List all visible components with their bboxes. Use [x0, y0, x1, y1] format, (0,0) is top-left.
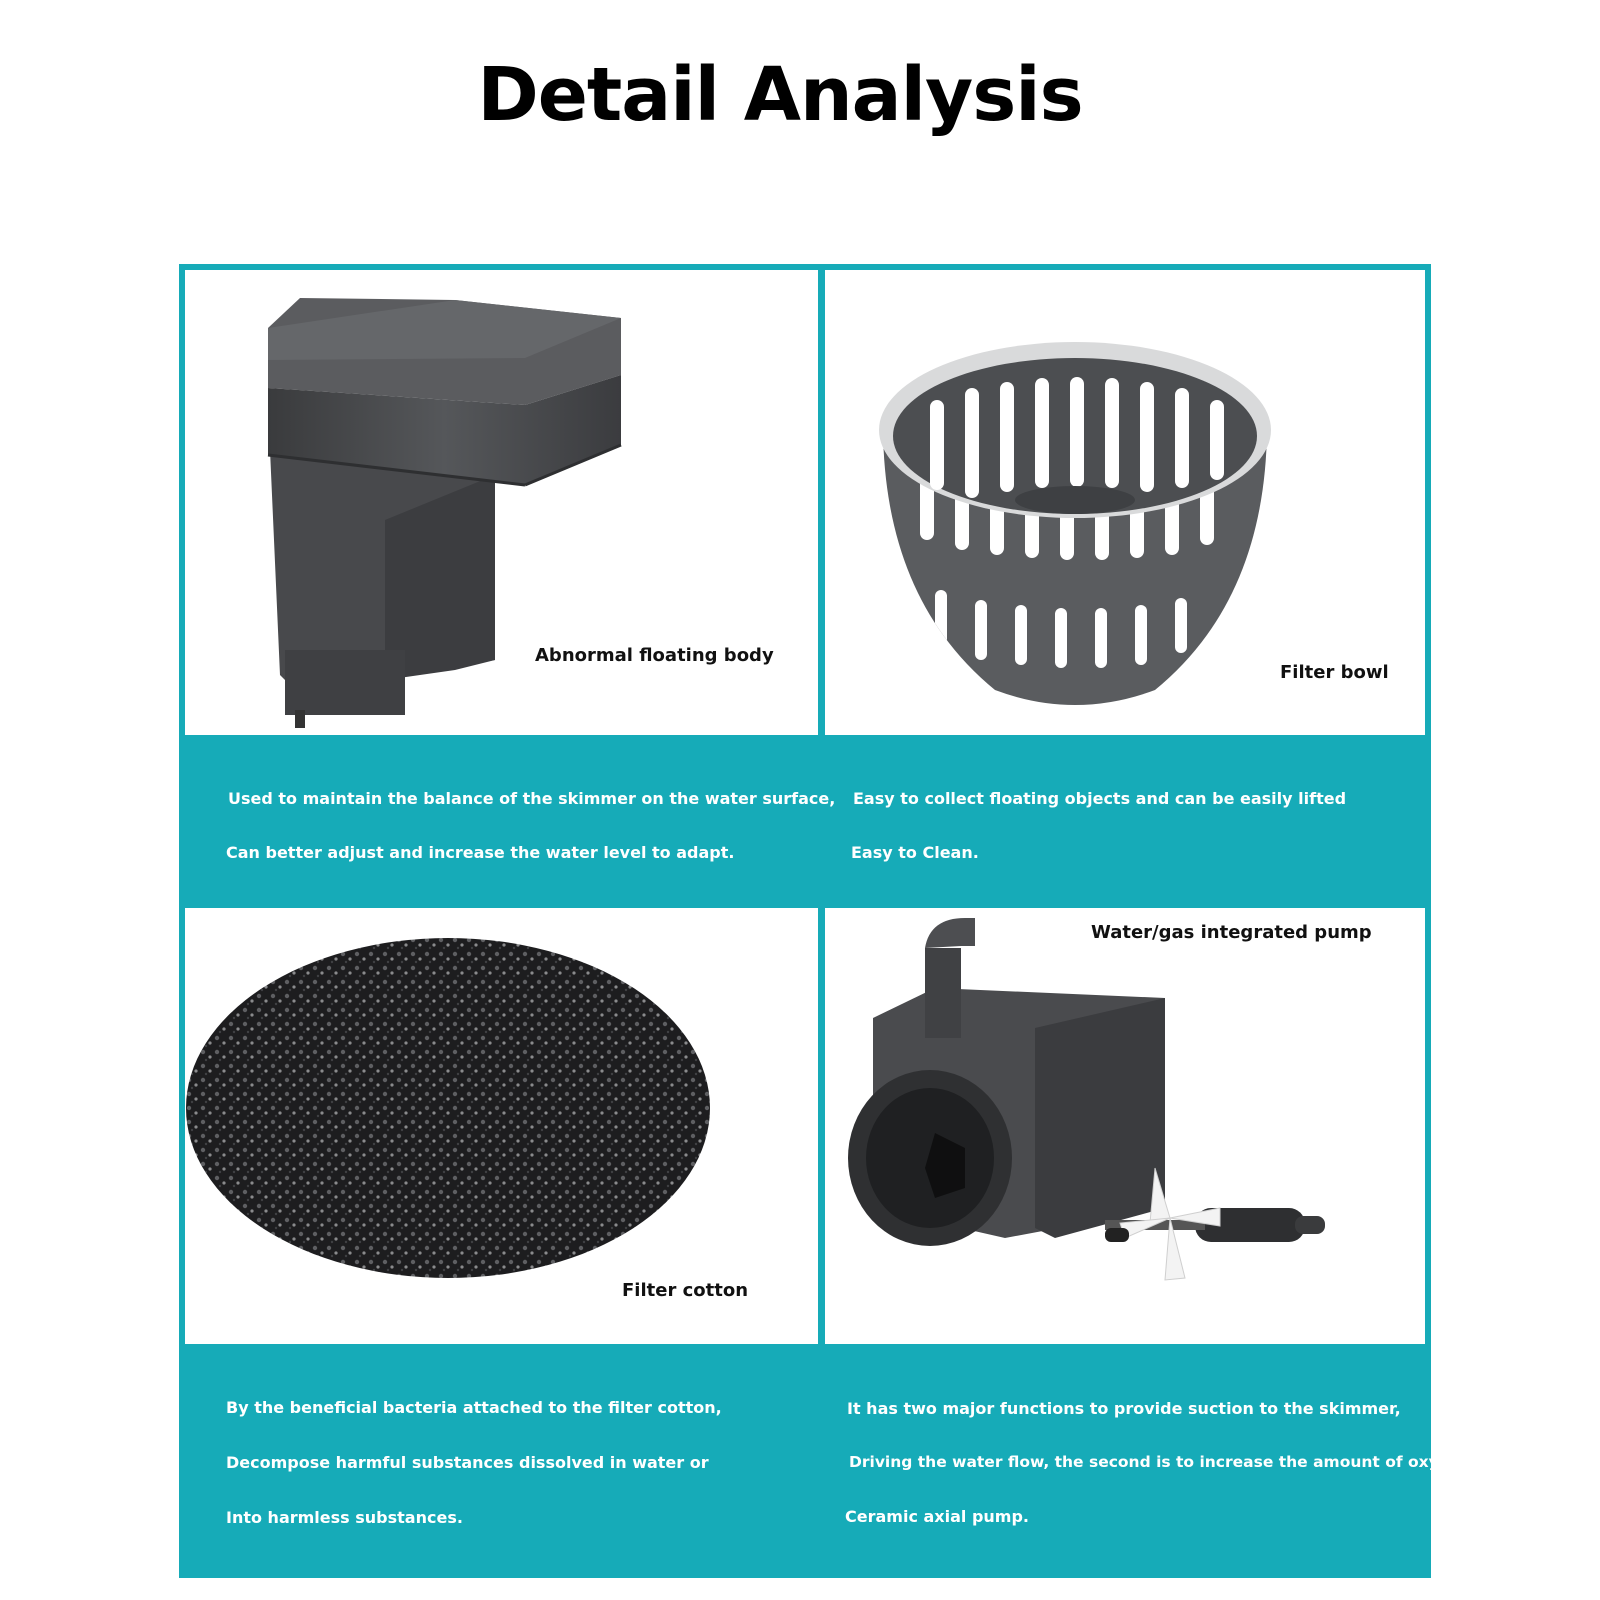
- filter-cotton-desc-line-2: Decompose harmful substances dissolved i…: [226, 1453, 709, 1472]
- water-pump-icon: [848, 918, 1325, 1281]
- pump-desc-line-1: It has two major functions to provide su…: [847, 1399, 1401, 1418]
- skimmer-float-body-icon: [267, 298, 622, 728]
- filter-sponge-icon: [186, 938, 710, 1278]
- filter-bowl-desc-line-2: Easy to Clean.: [851, 843, 979, 862]
- pump-caption: Water/gas integrated pump: [1091, 922, 1372, 943]
- floating-body-desc-line-2: Can better adjust and increase the water…: [226, 843, 735, 862]
- pump-desc-line-3: Ceramic axial pump.: [845, 1507, 1029, 1526]
- page-title: Detail Analysis: [477, 52, 1083, 138]
- pump-panel: Water/gas integrated pump: [825, 908, 1425, 1344]
- filter-bowl-panel: Filter bowl: [825, 270, 1425, 735]
- floating-body-caption: Abnormal floating body: [535, 645, 774, 666]
- filter-bowl-desc-line-1: Easy to collect floating objects and can…: [853, 789, 1347, 808]
- filter-cotton-panel: Filter cotton: [185, 908, 818, 1344]
- filter-cotton-desc-line-3: Into harmless substances.: [226, 1508, 463, 1527]
- filter-bowl-caption: Filter bowl: [1280, 662, 1389, 683]
- filter-cotton-caption: Filter cotton: [622, 1280, 749, 1301]
- filter-bowl-icon: [879, 342, 1271, 705]
- filter-cotton-desc-line-1: By the beneficial bacteria attached to t…: [226, 1398, 722, 1417]
- pump-desc-line-2: Driving the water flow, the second is to…: [849, 1453, 1587, 1471]
- floating-body-panel: Abnormal floating body: [185, 270, 818, 735]
- floating-body-desc-line-1: Used to maintain the balance of the skim…: [228, 789, 836, 808]
